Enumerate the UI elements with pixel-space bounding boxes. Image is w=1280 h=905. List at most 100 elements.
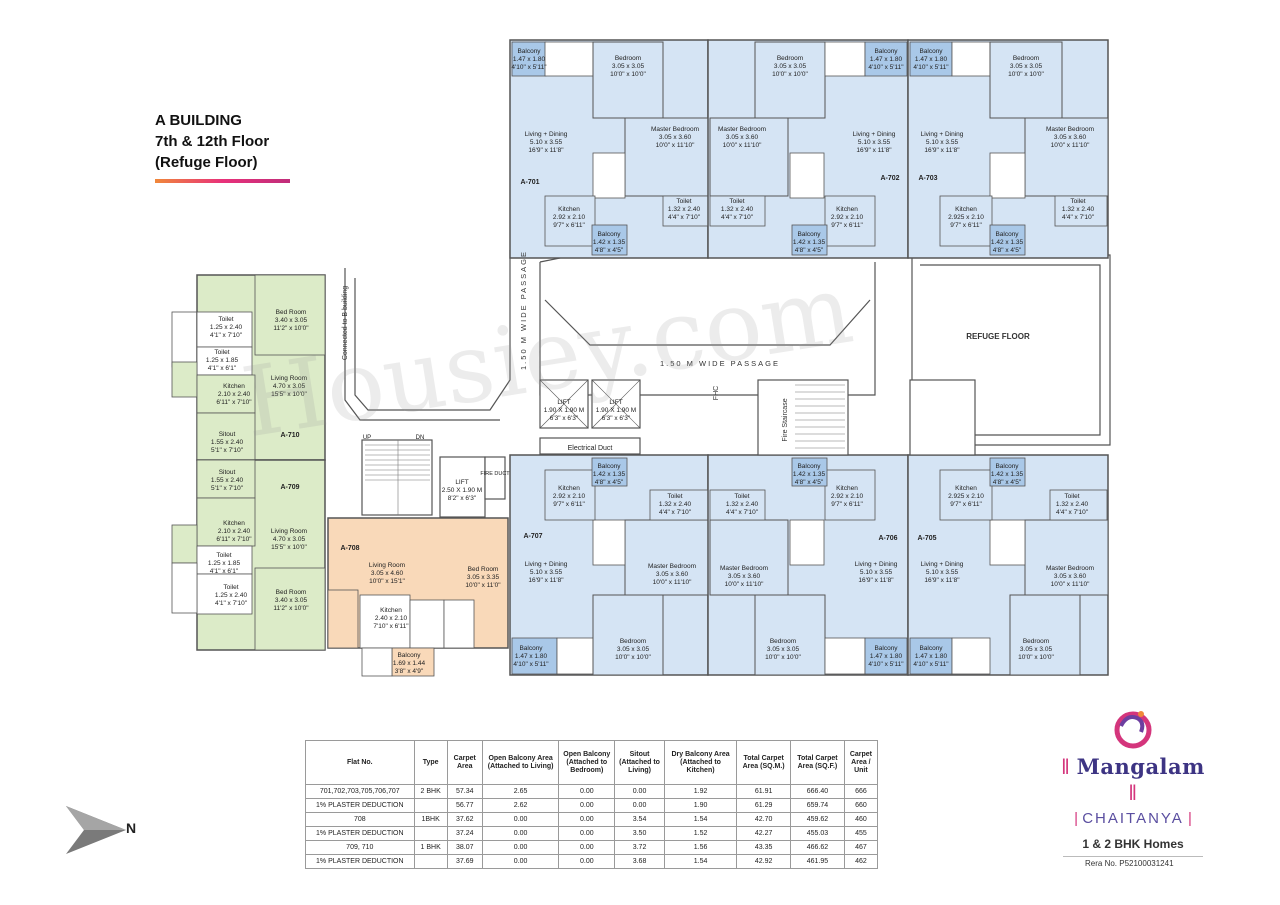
svg-text:2.92 x 2.10: 2.92 x 2.10 bbox=[553, 214, 586, 221]
flat-tag: A-703 bbox=[918, 175, 937, 182]
svg-text:2.92 x 2.10: 2.92 x 2.10 bbox=[831, 214, 864, 221]
table-header-cell: Sitout (Attached to Living) bbox=[614, 740, 665, 785]
svg-text:Bed Room: Bed Room bbox=[276, 309, 307, 316]
svg-text:1.32 x 2.40: 1.32 x 2.40 bbox=[668, 206, 701, 213]
brand-tagline: 1 & 2 BHK Homes bbox=[1082, 837, 1184, 851]
svg-text:1.32 x 2.40: 1.32 x 2.40 bbox=[726, 501, 759, 508]
table-cell: 1.54 bbox=[663, 812, 738, 827]
flat-a702 bbox=[707, 39, 909, 259]
svg-text:Bedroom: Bedroom bbox=[1013, 55, 1039, 62]
svg-text:7'10" x 6'11": 7'10" x 6'11" bbox=[373, 623, 409, 630]
corridor-outline bbox=[344, 249, 1111, 446]
svg-text:Bedroom: Bedroom bbox=[777, 55, 803, 62]
svg-text:3.05 x 4.60: 3.05 x 4.60 bbox=[371, 570, 404, 577]
svg-text:Kitchen: Kitchen bbox=[955, 206, 977, 213]
svg-text:9'7" x 6'11": 9'7" x 6'11" bbox=[950, 222, 982, 229]
svg-text:Toilet: Toilet bbox=[218, 316, 233, 323]
table-cell: 0.00 bbox=[558, 784, 616, 799]
svg-text:15'5" x 10'0": 15'5" x 10'0" bbox=[271, 544, 307, 551]
connected-b-building-label: Connected to B building bbox=[342, 286, 349, 360]
table-header-cell: Type bbox=[413, 740, 448, 785]
table-cell: 37.69 bbox=[446, 854, 483, 869]
svg-text:1.25 x 1.85: 1.25 x 1.85 bbox=[206, 357, 239, 364]
svg-text:9'7" x 6'11": 9'7" x 6'11" bbox=[553, 222, 585, 229]
svg-text:3.05 x 3.60: 3.05 x 3.60 bbox=[1054, 134, 1087, 141]
fire-staircase-label: Fire Staircase bbox=[782, 398, 789, 441]
table-cell: 1.92 bbox=[663, 784, 738, 799]
table-cell: 0.00 bbox=[481, 826, 560, 841]
svg-text:Balcony: Balcony bbox=[597, 231, 621, 238]
svg-text:15'5" x 10'0": 15'5" x 10'0" bbox=[271, 391, 307, 398]
svg-text:1.42 x 1.35: 1.42 x 1.35 bbox=[593, 471, 626, 478]
svg-text:1.42 x 1.35: 1.42 x 1.35 bbox=[991, 471, 1024, 478]
svg-text:Kitchen: Kitchen bbox=[836, 485, 858, 492]
flat-tags: A-701 A-702 A-703 A-705 A-706 A-707 A-70… bbox=[280, 175, 937, 552]
table-cell: 42.92 bbox=[736, 854, 792, 869]
svg-text:6'11" x 7'10": 6'11" x 7'10" bbox=[216, 536, 252, 543]
flat-tag: A-710 bbox=[280, 432, 299, 439]
svg-text:Living Room: Living Room bbox=[271, 528, 307, 535]
svg-text:16'9" x 11'8": 16'9" x 11'8" bbox=[528, 577, 564, 584]
fhc-label: FHC bbox=[713, 386, 720, 400]
svg-text:10'0" x 11'10": 10'0" x 11'10" bbox=[725, 581, 764, 588]
svg-text:Balcony: Balcony bbox=[919, 48, 943, 55]
svg-text:1.42 x 1.35: 1.42 x 1.35 bbox=[793, 471, 826, 478]
svg-text:4'1" x 6'1": 4'1" x 6'1" bbox=[210, 568, 239, 575]
svg-text:11'2" x 10'0": 11'2" x 10'0" bbox=[273, 325, 309, 332]
svg-text:Master Bedroom: Master Bedroom bbox=[1046, 126, 1094, 133]
label-toilet: Toilet bbox=[676, 198, 691, 205]
svg-text:LIFT: LIFT bbox=[609, 399, 622, 406]
svg-text:10'0" x 15'1": 10'0" x 15'1" bbox=[369, 578, 405, 585]
svg-text:2.40 x 2.10: 2.40 x 2.10 bbox=[375, 615, 408, 622]
brand-logo-icon bbox=[1114, 711, 1152, 749]
table-cell: 455 bbox=[843, 826, 879, 841]
svg-text:2.92 x 2.10: 2.92 x 2.10 bbox=[831, 493, 864, 500]
svg-text:4'4" x 7'10": 4'4" x 7'10" bbox=[721, 214, 754, 221]
svg-text:Living + Dining: Living + Dining bbox=[921, 561, 964, 568]
table-cell: 0.00 bbox=[614, 784, 665, 799]
table-header-cell: Open Balcony Area (Attached to Living) bbox=[481, 740, 560, 785]
fire-duct-label: FIRE DUCT bbox=[480, 471, 510, 477]
table-cell: 1.52 bbox=[663, 826, 738, 841]
svg-text:6'3" x 6'3": 6'3" x 6'3" bbox=[602, 415, 631, 422]
building-title: A BUILDING bbox=[155, 112, 242, 129]
table-cell: 61.91 bbox=[736, 784, 792, 799]
label-kitchen: Kitchen bbox=[558, 206, 580, 213]
svg-text:Toilet: Toilet bbox=[729, 198, 744, 205]
electrical-duct-box bbox=[539, 437, 641, 455]
table-cell: 42.27 bbox=[736, 826, 792, 841]
svg-text:1.25 x 2.40: 1.25 x 2.40 bbox=[210, 324, 243, 331]
svg-text:Sitout: Sitout bbox=[219, 469, 236, 476]
table-header-cell: Carpet Area / Unit bbox=[843, 740, 879, 785]
table-cell: 659.74 bbox=[790, 798, 845, 813]
svg-text:1.55 x 2.40: 1.55 x 2.40 bbox=[211, 477, 244, 484]
table-cell: 2 BHK bbox=[413, 784, 448, 799]
svg-text:5.10 x 3.55: 5.10 x 3.55 bbox=[926, 569, 959, 576]
table-cell: 42.70 bbox=[736, 812, 792, 827]
table-cell: 37.24 bbox=[446, 826, 483, 841]
svg-text:3.05 x 3.60: 3.05 x 3.60 bbox=[659, 134, 692, 141]
svg-text:16'9" x 11'8": 16'9" x 11'8" bbox=[924, 577, 960, 584]
svg-text:10'0" x 11'10": 10'0" x 11'10" bbox=[653, 579, 692, 586]
svg-text:1.42 x 1.35: 1.42 x 1.35 bbox=[991, 239, 1024, 246]
table-cell: 1% PLASTER DEDUCTION bbox=[305, 798, 415, 813]
svg-text:Sitout: Sitout bbox=[219, 431, 236, 438]
svg-text:4'8" x 4'5": 4'8" x 4'5" bbox=[795, 479, 824, 486]
table-cell: 466.62 bbox=[790, 840, 845, 855]
svg-text:Bed Room: Bed Room bbox=[276, 589, 307, 596]
brand-subtitle: | CHAITANYA | bbox=[1074, 810, 1192, 827]
svg-text:1.42 x 1.35: 1.42 x 1.35 bbox=[593, 239, 626, 246]
table-cell: 701,702,703,705,706,707 bbox=[305, 784, 415, 799]
svg-text:Living Room: Living Room bbox=[369, 562, 405, 569]
svg-text:4'1" x 6'1": 4'1" x 6'1" bbox=[208, 365, 237, 372]
svg-text:Kitchen: Kitchen bbox=[223, 383, 245, 390]
svg-text:Master Bedroom: Master Bedroom bbox=[720, 565, 768, 572]
label-bedroom: Bedroom bbox=[615, 55, 641, 62]
table-cell: 0.00 bbox=[481, 840, 560, 855]
table-cell: 0.00 bbox=[558, 826, 616, 841]
svg-text:5'1" x 7'10": 5'1" x 7'10" bbox=[211, 447, 244, 454]
table-cell: 61.29 bbox=[736, 798, 792, 813]
